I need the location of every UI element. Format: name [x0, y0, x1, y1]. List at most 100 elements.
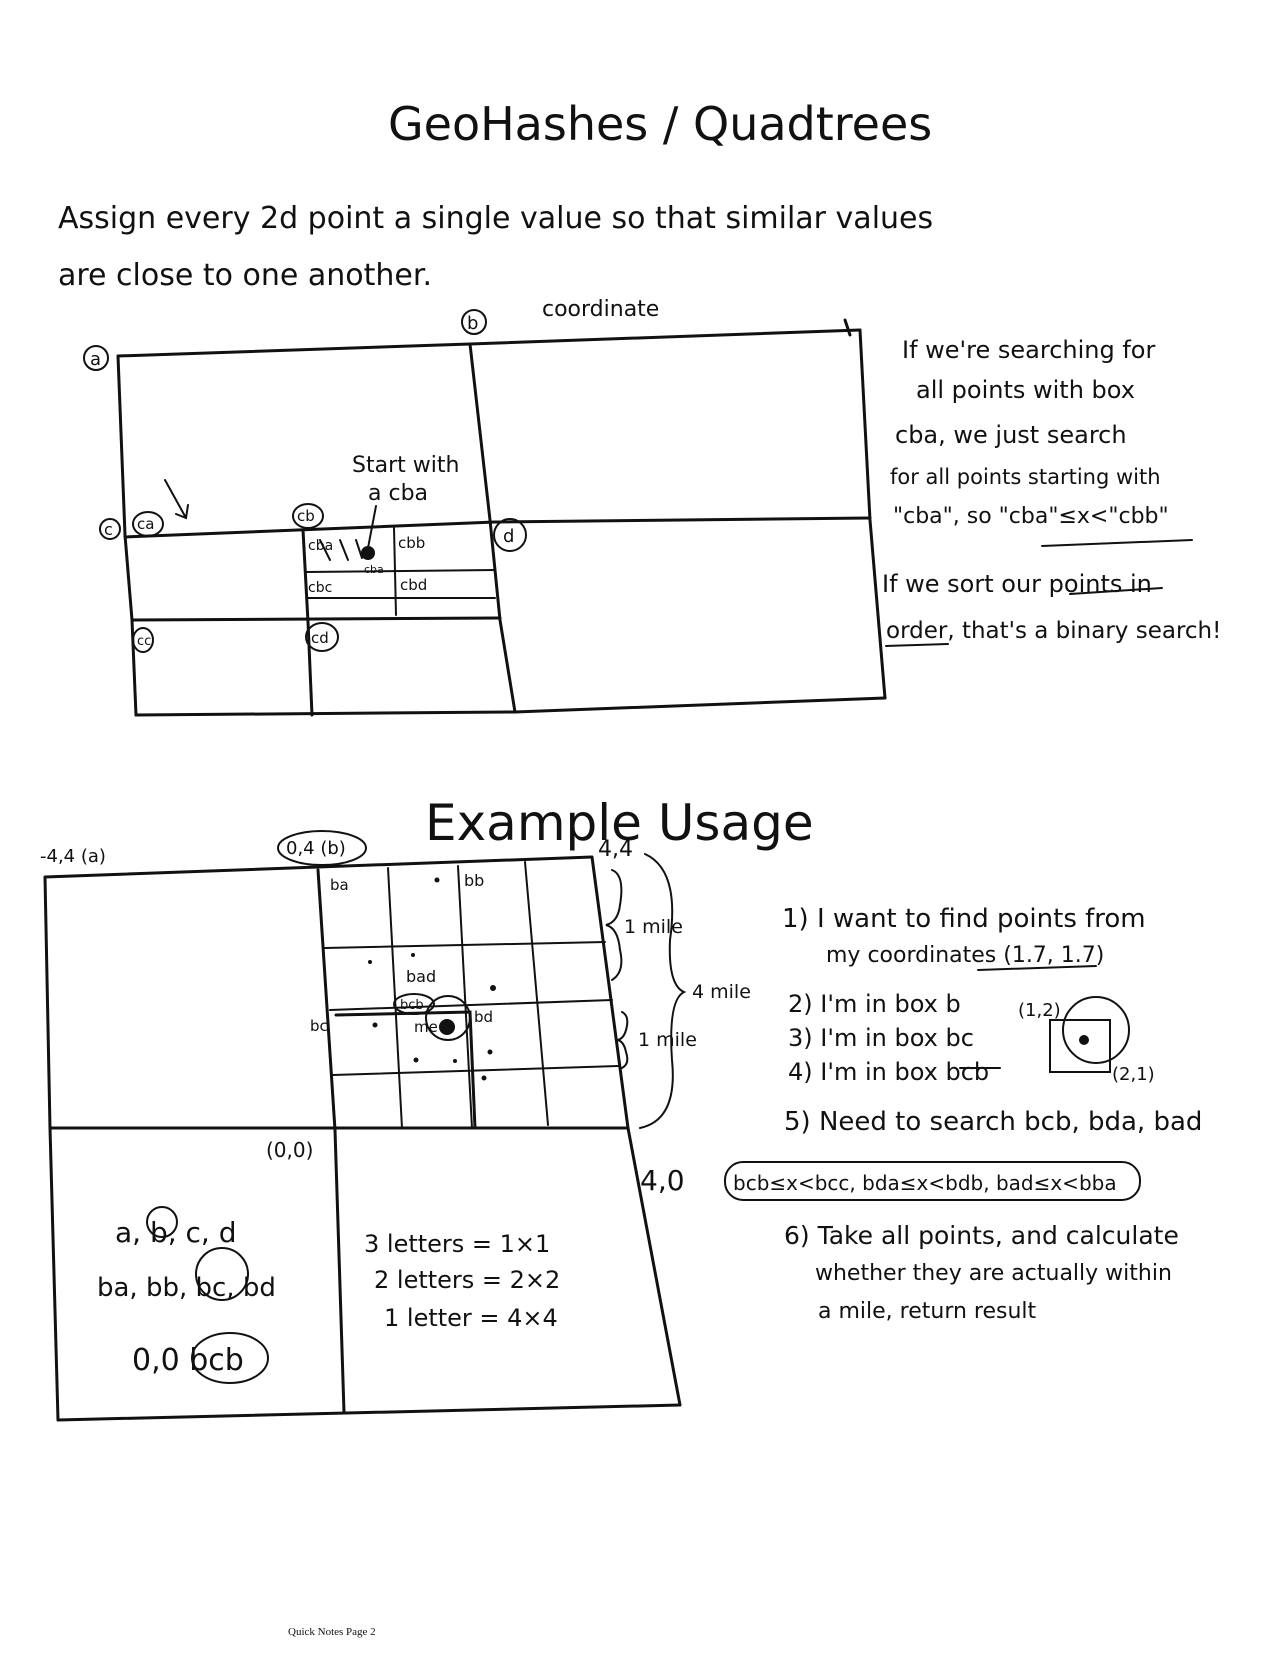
- cell-cbb: cbb: [398, 534, 425, 552]
- label-cd: cd: [311, 629, 329, 647]
- scattered-points: [368, 877, 496, 1081]
- intro-line-1: Assign every 2d point a single value so …: [58, 201, 933, 236]
- label-ca: ca: [137, 515, 154, 533]
- intro-line-2: are close to one another.: [58, 258, 432, 293]
- note-line-4: for all points starting with: [890, 465, 1161, 489]
- label-c: c: [104, 520, 113, 539]
- brace-1mile-bottom: [614, 1011, 629, 1069]
- cell-ba: ba: [330, 876, 349, 894]
- cell-bcb-circle: [393, 993, 435, 1015]
- letters-line-2: ba, bb, bc, bd: [97, 1273, 276, 1303]
- cell-cbc: cbc: [308, 580, 332, 596]
- cell-bad: bad: [406, 967, 436, 986]
- grid2-inner-horizontal: [324, 941, 619, 1076]
- coordinate-label: coordinate: [542, 297, 659, 322]
- grid1-right-edge: [858, 328, 887, 700]
- corner-00: (0,0): [266, 1138, 313, 1162]
- mini-box: [1049, 1019, 1111, 1073]
- note-line-5: "cba", so "cba"≤x<"cbb": [893, 504, 1169, 529]
- grid1-bottom-edge: [134, 696, 887, 717]
- point-label: cba: [364, 563, 384, 576]
- label-cb: cb: [297, 507, 315, 525]
- example-grid-diagram: -4,4 (a) 0,4 (b) 4,4 (0,0) 4,0 ba bb bc …: [40, 830, 751, 1422]
- grid2-outer-right: [590, 855, 682, 1407]
- note-underline: [1041, 539, 1193, 547]
- label-a-circle: [83, 345, 109, 371]
- cell-cba: cba: [308, 538, 333, 554]
- label-d-circle: [493, 518, 527, 552]
- label-a: a: [90, 349, 101, 370]
- note-underlines-2: [885, 587, 1163, 647]
- grid1-top-edge: [116, 318, 862, 358]
- start-note-2: a cba: [368, 481, 428, 506]
- geohash-grid-diagram: a b c d coordinate ca cb cc cd cba cbb c…: [83, 297, 887, 717]
- step-1: 1) I want to find points from: [782, 904, 1146, 934]
- cell-bd: bd: [474, 1008, 493, 1026]
- note-line-7: order, that's a binary search!: [886, 618, 1221, 644]
- start-note-1: Start with: [352, 453, 459, 478]
- cell-cbd: cbd: [400, 576, 427, 594]
- scale-1mile-top: 1 mile: [624, 916, 683, 938]
- cell-bb: bb: [464, 871, 484, 890]
- step-5-ranges: bcb≤x<bcc, bda≤x<bdb, bad≤x<bba: [733, 1171, 1117, 1195]
- step-5: 5) Need to search bcb, bda, bad: [784, 1107, 1202, 1137]
- corner-b-circle: [277, 830, 367, 866]
- scale-1mile-bottom: 1 mile: [638, 1029, 697, 1051]
- step-2: 2) I'm in box b: [788, 990, 961, 1018]
- mini-point: [1079, 1035, 1089, 1045]
- letters-line-3: 0,0 bcb: [132, 1343, 244, 1378]
- grid1-hatch: [319, 539, 363, 561]
- grid1-left-edge: [116, 354, 138, 717]
- usage-steps: 1) I want to find points from my coordin…: [724, 904, 1202, 1324]
- scale-4mile: 4 mile: [692, 981, 751, 1003]
- search-radius-circle: [425, 995, 471, 1041]
- grid1-mid-horizontal: [123, 516, 872, 539]
- label-cd-circle: [305, 622, 339, 652]
- note-line-1: If we're searching for: [902, 336, 1155, 364]
- mini-label-12: (1,2): [1018, 1000, 1061, 1021]
- corner-44: 4,4: [598, 837, 633, 862]
- step-6c: a mile, return result: [818, 1299, 1037, 1324]
- label-cc-circle: [132, 627, 154, 653]
- target-point: [361, 546, 375, 560]
- letters-line-1: a, b, c, d: [115, 1216, 237, 1249]
- step-6b: whether they are actually within: [815, 1261, 1172, 1286]
- search-notes: If we're searching for all points with b…: [882, 336, 1221, 647]
- page-footer: Quick Notes Page 2: [288, 1626, 376, 1638]
- label-b: b: [467, 313, 478, 334]
- size-line-3: 1 letter = 4×4: [384, 1304, 558, 1332]
- size-line-1: 3 letters = 1×1: [364, 1230, 550, 1258]
- corner-40: 4,0: [640, 1164, 685, 1197]
- grid1-sub-lines: [305, 527, 496, 616]
- arrow-to-ca: [164, 479, 189, 520]
- label-cc: cc: [137, 634, 151, 649]
- grid2-outer-bottom: [56, 1403, 682, 1422]
- range-box: [724, 1161, 1141, 1201]
- brace-4mile: [639, 853, 687, 1129]
- grid2-inner-vertical: [387, 861, 549, 1129]
- my-location-point: [439, 1019, 455, 1035]
- corner-a: -4,4 (a): [40, 846, 106, 867]
- label-c-circle: [99, 518, 121, 540]
- step-3: 3) I'm in box bc: [788, 1024, 974, 1052]
- bcb-circle: [191, 1332, 269, 1384]
- note-line-6: If we sort our points in: [882, 570, 1152, 598]
- label-d: d: [503, 526, 514, 547]
- start-arrow: [367, 505, 377, 549]
- page-title: GeoHashes / Quadtrees: [388, 97, 932, 151]
- grid2-mid-vertical: [316, 868, 346, 1414]
- label-b-circle: [461, 309, 487, 335]
- grid1-quarter-horizontal: [130, 616, 502, 622]
- size-line-2: 2 letters = 2×2: [374, 1266, 560, 1294]
- label-ca-circle: [132, 511, 164, 537]
- grid1-quarter-vertical: [301, 528, 314, 717]
- label-cb-circle: [292, 503, 324, 529]
- brace-1mile-top: [605, 869, 623, 981]
- corner-b: 0,4 (b): [286, 838, 346, 859]
- step-1b: my coordinates (1.7, 1.7): [826, 943, 1104, 968]
- example-title: Example Usage: [425, 794, 814, 852]
- mini-radius-circle: [1062, 996, 1130, 1064]
- mini-label-21: (2,1): [1112, 1064, 1155, 1085]
- cell-bc: bc: [310, 1017, 328, 1035]
